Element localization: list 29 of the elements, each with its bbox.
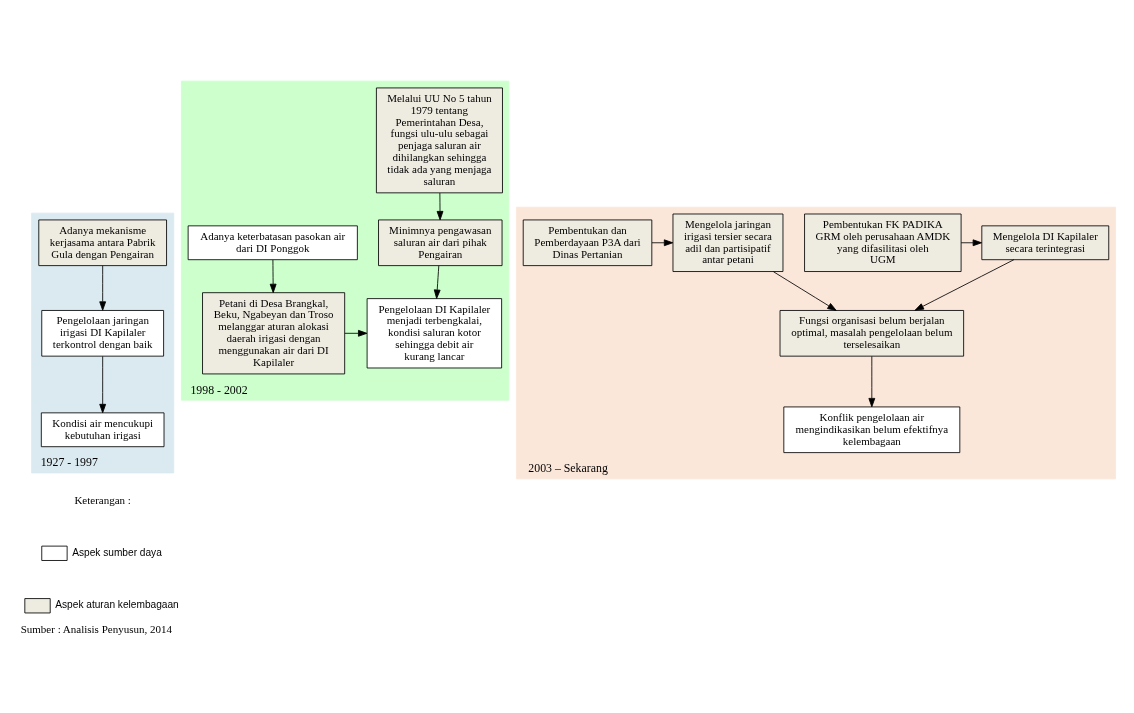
node-box: Melalui UU No 5 tahun 1979 tentang Pemerintahan Desa, fungsi ulu-ulu sebagai penjaga saluran air dihilangkan sehingga tidak ada yang menjaga saluran — [375, 87, 503, 193]
node-box: Konflik pengelolaan air mengindikasikan belum efektifnya kelembagaan — [783, 406, 961, 453]
arrow — [651, 238, 674, 246]
arrow — [868, 355, 876, 407]
node-box: Pembentukan FK PADIKA GRM oleh perusahaan AMDK yang difasilitasi oleh UGM — [804, 213, 962, 272]
node-box: Kondisi air mencukupi kebutuhan irigasi — [40, 411, 165, 447]
arrow — [344, 329, 368, 337]
arrow — [433, 264, 441, 299]
arrow — [269, 259, 277, 293]
node-box: Petani di Desa Brangkal, Beku, Ngabeyan dan Troso melanggar aturan alokasi daerah irigasi dengan menggunakan air dari DI Kapilaler — [202, 291, 346, 374]
node-box: Pengelolaan DI Kapilaler menjadi terbengkalai, kondisi saluran kotor sehingga debit air kurang lancar — [366, 297, 503, 368]
node-box: Adanya keterbatasan pasokan air dari DI Ponggok — [187, 224, 358, 260]
legend-label: Aspek sumber daya — [72, 546, 162, 558]
legend-label: Aspek aturan kelembagaan — [55, 598, 179, 610]
node-box: Minimnya pengawasan saluran air dari pihak Pengairan — [378, 219, 503, 266]
arrow — [914, 258, 1015, 311]
node-box: Fungsi organisasi belum berjalan optimal, masalah pengelolaan belum terselesaikan — [779, 309, 965, 357]
label: Keterangan : — [74, 493, 131, 506]
node-box: Pembentukan dan Pemberdayaan P3A dari Dinas Pertanian — [522, 219, 653, 266]
arrow — [773, 270, 837, 311]
arrow — [960, 238, 982, 246]
node-box: Adanya mekanisme kerjasama antara Pabrik Gula dengan Pengairan — [38, 219, 167, 266]
node-box: Mengelola DI Kapilaler secara terintegrasi — [981, 224, 1110, 260]
node-box: Pengelolaan jaringan irigasi DI Kapilaler terkontrol dengan baik — [41, 309, 165, 357]
arrow — [99, 264, 107, 311]
node-box: Mengelola jaringan irigasi tersier secara adil dan partisipatif antar petani — [672, 213, 784, 272]
arrow — [436, 192, 444, 220]
arrow — [99, 355, 107, 413]
caption: Sumber : Analisis Penyusun, 2014 — [20, 622, 172, 635]
